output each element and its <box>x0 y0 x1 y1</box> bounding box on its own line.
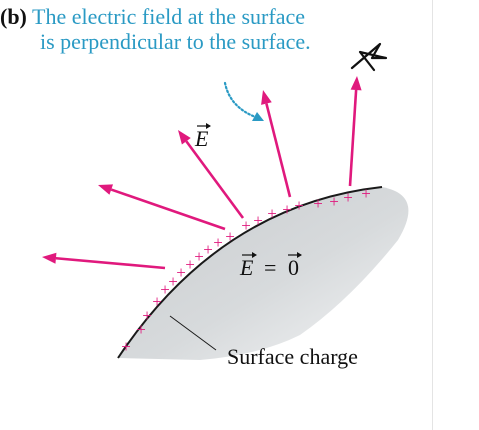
field-arrow-3 <box>185 140 245 219</box>
surface-charge-plus-5: + <box>160 280 170 299</box>
inside-field-equation: E = 0 <box>239 252 302 280</box>
caption-line-1: The electric field at the surface <box>32 4 306 29</box>
field-arrowhead-4 <box>261 90 272 105</box>
field-label-e: E <box>194 123 211 151</box>
conductor-surface-line <box>117 186 383 359</box>
dotted-pointer-arrowhead <box>252 112 264 121</box>
surface-charge-plus-17: + <box>294 196 304 215</box>
surface-charge-plus-1: + <box>121 337 131 356</box>
part-label: (b) <box>0 4 27 29</box>
surface-charge-plus-12: + <box>225 227 235 246</box>
surface-charge-plus-4: + <box>152 292 162 311</box>
caption-line-2: is perpendicular to the surface. <box>40 29 311 54</box>
handwritten-star-scribble <box>350 42 388 72</box>
surface-charge-label: Surface charge <box>227 344 358 369</box>
figure-caption: (b) The electric field at the surface is… <box>0 4 311 54</box>
surface-charge-plus-2: + <box>136 320 146 339</box>
surface-charge-plus-14: + <box>253 211 263 230</box>
surface-charge-leader-line <box>169 315 217 351</box>
field-arrowhead-3 <box>178 130 191 145</box>
surface-charge-plus-11: + <box>213 233 223 252</box>
surface-charge-plus-10: + <box>203 240 213 259</box>
inside-field-zero: 0 <box>288 255 299 280</box>
surface-charge-plus-6: + <box>168 272 178 291</box>
surface-charge-plus-15: + <box>267 204 277 223</box>
field-arrow-5 <box>348 89 358 187</box>
inside-field-lhs: E <box>239 255 254 280</box>
field-arrows <box>42 76 362 270</box>
surface-charge-plus-19: + <box>329 192 339 211</box>
field-arrowhead-2 <box>98 184 114 195</box>
field-arrowhead-5 <box>350 76 362 91</box>
field-arrow-1 <box>55 256 166 270</box>
surface-charge-plus-16: + <box>282 200 292 219</box>
surface-charge-plus-20: + <box>343 188 353 207</box>
field-arrow-4 <box>265 103 292 198</box>
inside-field-equals: = <box>264 255 276 280</box>
page-divider <box>432 0 433 430</box>
surface-charge-plus-18: + <box>313 194 323 213</box>
surface-charge-plus-9: + <box>194 247 204 266</box>
field-vector-symbol: E <box>194 126 209 151</box>
surface-charges: +++++++++++++++++++++ <box>121 184 371 356</box>
field-arrowhead-1 <box>42 252 57 264</box>
dotted-pointer-arrow <box>223 81 260 120</box>
surface-charge-plus-13: + <box>241 216 251 235</box>
conductor-body <box>118 187 409 360</box>
surface-charge-plus-7: + <box>176 263 186 282</box>
surface-charge-plus-3: + <box>142 306 152 325</box>
field-arrow-2 <box>110 188 226 231</box>
surface-charge-plus-8: + <box>185 255 195 274</box>
surface-charge-plus-21: + <box>361 184 371 203</box>
